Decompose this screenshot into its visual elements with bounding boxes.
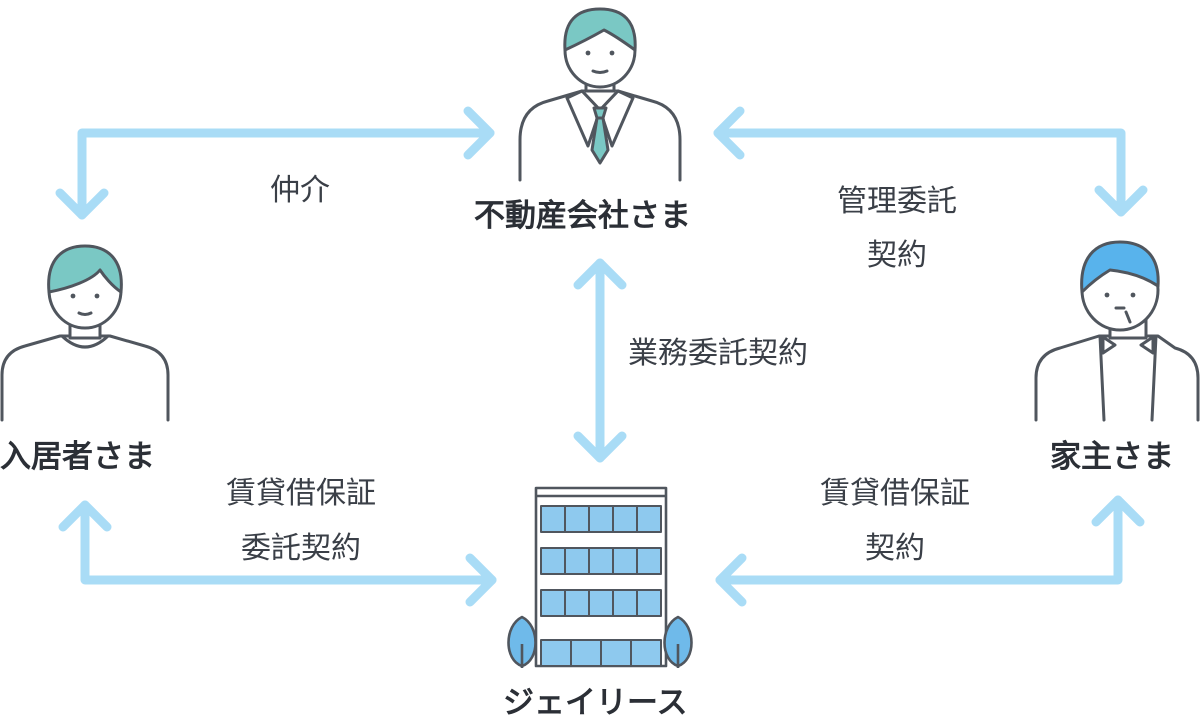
business-contract-line1: 業務委託契約: [628, 336, 808, 371]
company-label: ジェイリース: [503, 685, 688, 721]
tenant-guarantee-line2: 委託契約: [241, 531, 361, 566]
arrow-agency-company: [573, 258, 627, 463]
management-contract-line2: 契約: [867, 238, 927, 273]
arrow-owner-agency: [713, 106, 1148, 217]
tenant-guarantee-label: 賃貸借保証 委託契約: [211, 466, 391, 576]
management-contract-label: 管理委託 契約: [822, 175, 972, 283]
tenant-person-icon: [0, 244, 170, 422]
owner-guarantee-label: 賃貸借保証 契約: [805, 466, 985, 576]
agency-label: 不動産会社さま: [474, 198, 691, 234]
arrow-owner-company: [715, 495, 1145, 607]
brokerage-label: 仲介: [270, 176, 330, 206]
business-contract-label: 業務委託契約: [628, 339, 808, 369]
owner-person-icon: [1034, 240, 1200, 422]
tenant-label: 入居者さま: [0, 439, 155, 475]
management-contract-line1: 管理委託: [837, 184, 957, 219]
agent-person-icon: [518, 7, 682, 182]
arrow-tenant-company: [58, 500, 497, 607]
arrow-tenant-agency: [55, 106, 495, 220]
owner-guarantee-line2: 契約: [865, 531, 925, 566]
tenant-guarantee-line1: 賃貸借保証: [226, 476, 376, 511]
owner-guarantee-line1: 賃貸借保証: [820, 476, 970, 511]
office-building-icon: [507, 486, 693, 668]
brokerage-label-line1: 仲介: [270, 173, 330, 208]
owner-label: 家主さま: [1050, 439, 1174, 475]
